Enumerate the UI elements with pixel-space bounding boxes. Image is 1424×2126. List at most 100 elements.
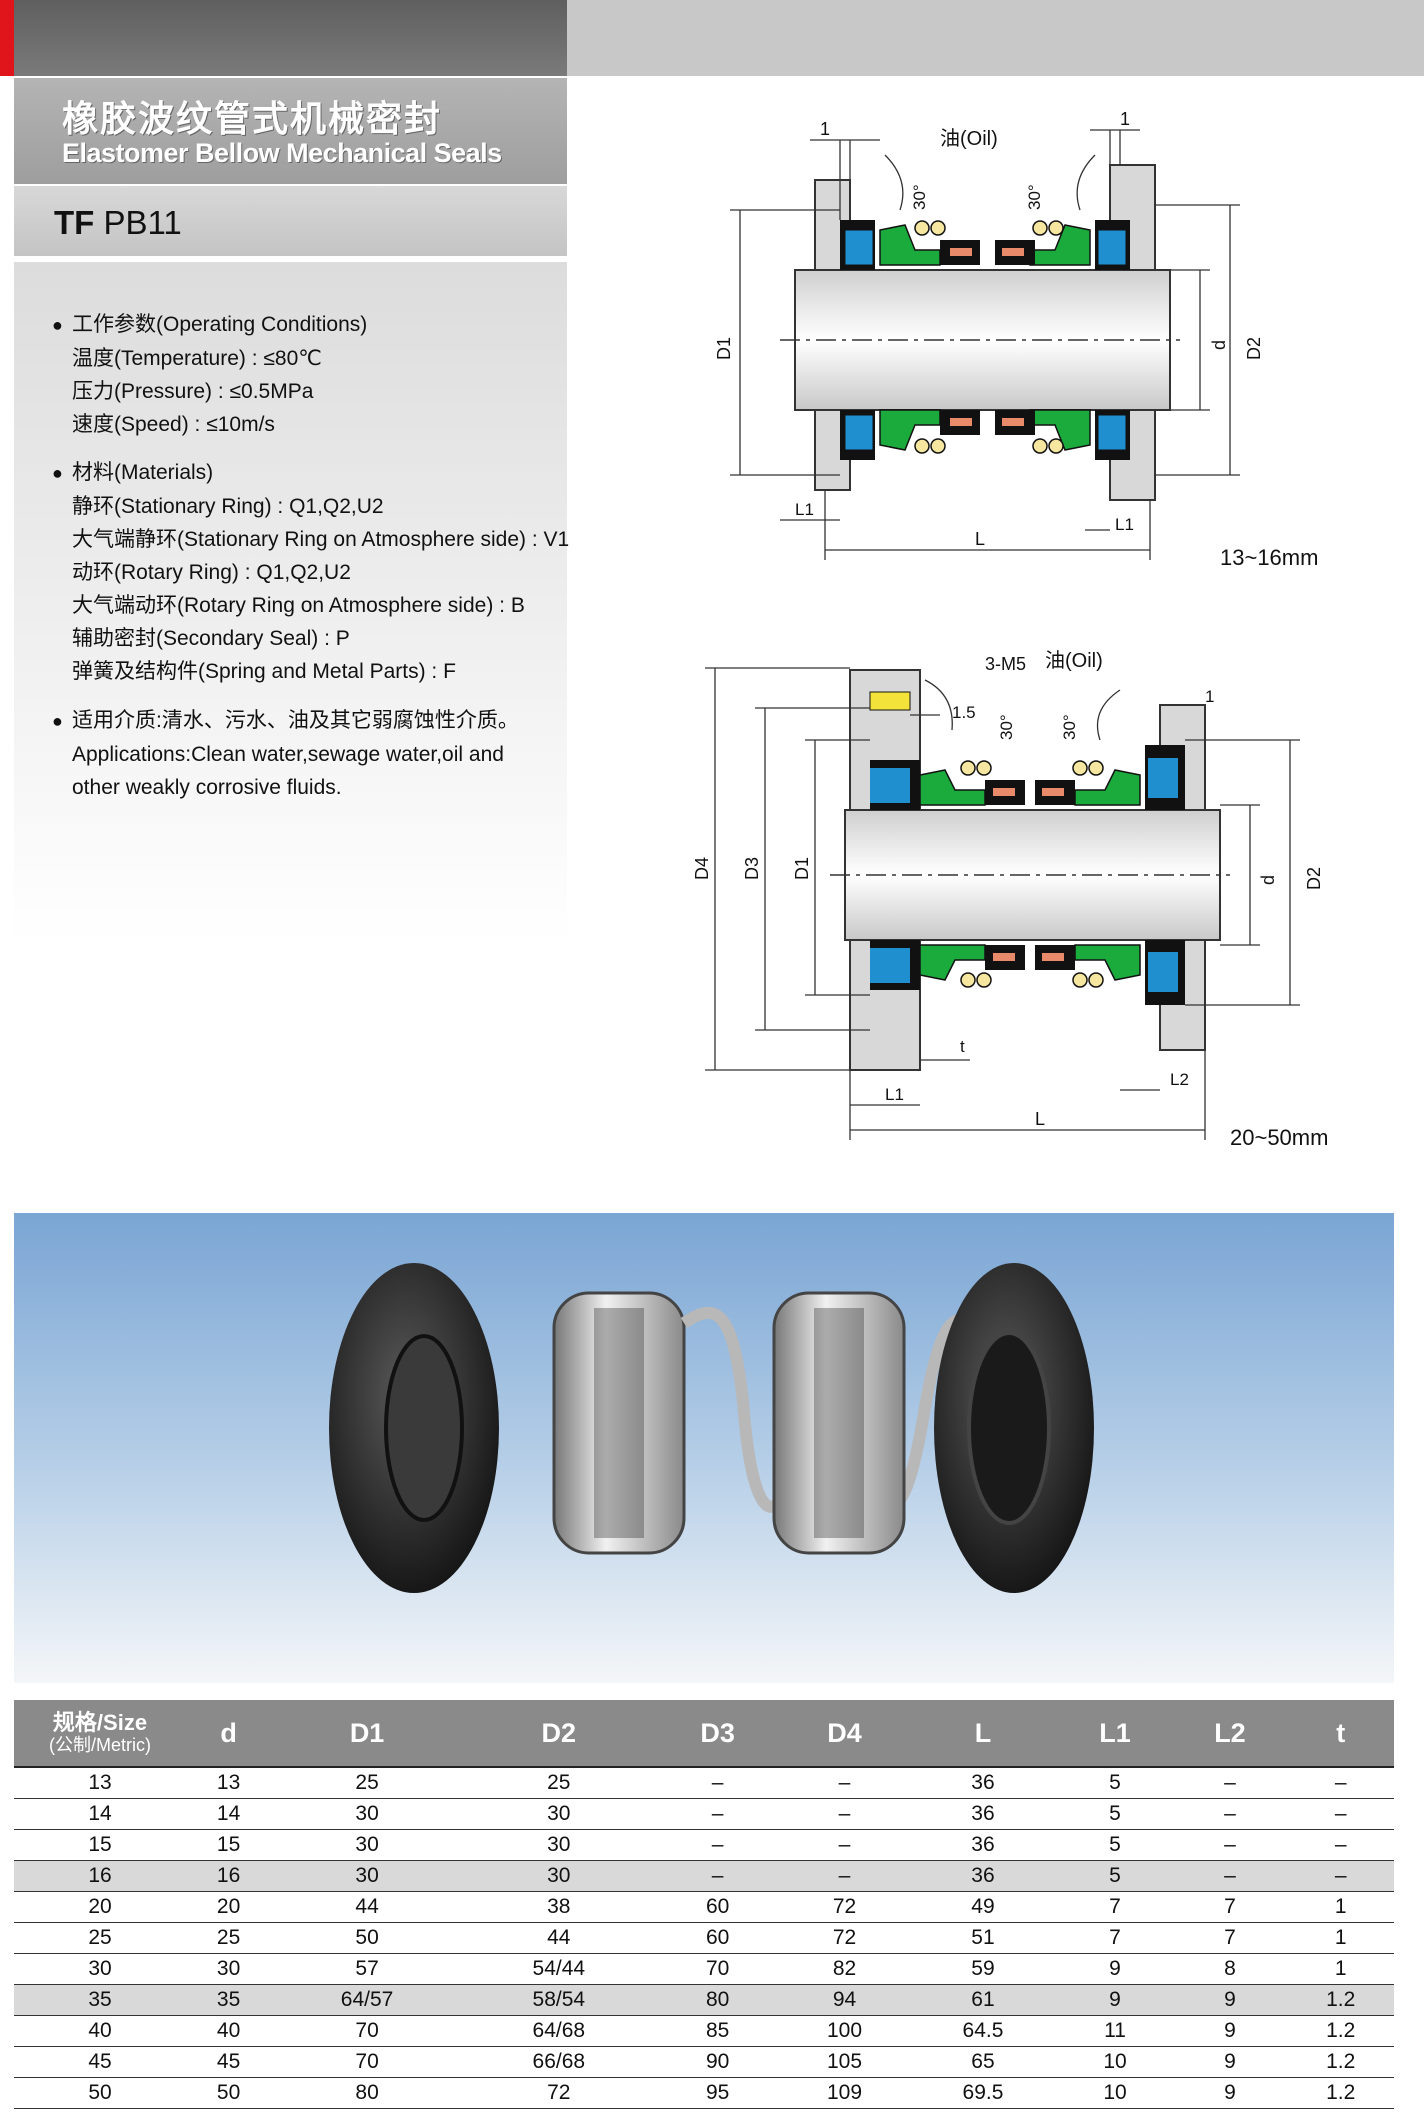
table-cell: 9 <box>1057 1953 1173 1985</box>
seat-left-top <box>870 768 910 803</box>
table-cell: 9 <box>1172 2077 1288 2109</box>
materials-heading: 材料(Materials) <box>72 461 214 484</box>
table-cell: 16 <box>14 1860 186 1892</box>
spring-coil <box>976 972 992 988</box>
dim-d: d <box>1209 340 1229 350</box>
title-english: Elastomer Bellow Mechanical Seals <box>62 138 502 168</box>
spring-clip <box>1042 953 1064 961</box>
table-cell: 5 <box>1057 1829 1173 1861</box>
model-name: PB11 <box>94 204 182 241</box>
screw-label: 3-M5 <box>985 654 1026 674</box>
col-header: L2 <box>1172 1700 1288 1767</box>
model-title: TF PB11 <box>54 204 182 242</box>
angle-label: 30° <box>997 714 1016 740</box>
table-cell: 30 <box>271 1798 463 1830</box>
table-cell: 9 <box>1172 2015 1288 2047</box>
product-photo-illustration <box>329 1263 1094 1593</box>
table-cell: 11 <box>1057 2015 1173 2047</box>
materials-line: 大气端动环(Rotary Ring on Atmosphere side) : … <box>72 594 525 617</box>
table-cell: 25 <box>271 1766 463 1799</box>
table-cell: – <box>654 1766 781 1799</box>
seat-right-top <box>1148 758 1178 798</box>
spring-coil <box>914 220 930 236</box>
table-cell: 65 <box>908 2046 1058 2078</box>
table-cell: 72 <box>462 2077 655 2109</box>
table-cell: 50 <box>186 2077 272 2109</box>
materials-line: 动环(Rotary Ring) : Q1,Q2,U2 <box>72 561 351 584</box>
table-cell: – <box>1287 1798 1394 1830</box>
col-header: D4 <box>780 1700 909 1767</box>
table-cell: 36 <box>908 1798 1058 1830</box>
table-cell: 59 <box>908 1953 1058 1985</box>
table-cell: 7 <box>1172 1922 1288 1954</box>
table-cell: 40 <box>14 2015 186 2047</box>
table-cell: 44 <box>271 1891 463 1923</box>
spring-coil <box>1048 220 1064 236</box>
table-cell: 64.5 <box>908 2015 1058 2047</box>
spring-clip-right-top <box>1002 248 1024 256</box>
table-cell: 15 <box>14 1829 186 1861</box>
dim-D2: D2 <box>1304 867 1324 890</box>
table-cell: 14 <box>186 1798 272 1830</box>
spring-coil <box>976 760 992 776</box>
dim-D1: D1 <box>714 337 734 360</box>
table-cell: 9 <box>1057 1984 1173 2016</box>
table-cell: 64/57 <box>271 1984 463 2016</box>
dim-D4: D4 <box>692 857 712 880</box>
bellow-left-top <box>919 769 986 806</box>
dim-t: t <box>960 1037 965 1056</box>
table-cell: 7 <box>1057 1922 1173 1954</box>
diagram-20-50mm: 3-M5 油(Oil) 1.5 1 30° 30° D4 D3 D1 D2 d … <box>692 649 1328 1150</box>
table-cell: – <box>780 1766 909 1799</box>
size-header: 规格/Size (公制/Metric) <box>14 1700 186 1767</box>
table-cell: – <box>780 1798 909 1830</box>
table-cell: 60 <box>654 1891 781 1923</box>
spring-clip <box>1042 788 1064 796</box>
seat-left-top <box>844 229 874 266</box>
table-cell: – <box>780 1860 909 1892</box>
oil-label: 油(Oil) <box>1045 649 1103 672</box>
table-cell: 5 <box>1057 1860 1173 1892</box>
table-cell: 85 <box>654 2015 781 2047</box>
table-cell: 30 <box>271 1860 463 1892</box>
table-cell: – <box>1172 1766 1288 1799</box>
angle-label: 30° <box>1060 714 1079 740</box>
spring-clip-left-top <box>950 248 972 256</box>
table-cell: 36 <box>908 1766 1058 1799</box>
dim-1-left: 1 <box>820 119 830 139</box>
table-cell: 94 <box>780 1984 909 2016</box>
table-cell: 36 <box>908 1860 1058 1892</box>
table-cell: 30 <box>14 1953 186 1985</box>
model-prefix: TF <box>54 204 95 241</box>
table-cell: 30 <box>462 1829 655 1861</box>
operating-conditions: ●工作参数(Operating Conditions) 温度(Temperatu… <box>52 308 367 441</box>
rotary-head-right <box>772 1291 906 1555</box>
col-header: D1 <box>271 1700 463 1767</box>
dim-L2: L2 <box>1170 1070 1189 1089</box>
table-cell: 7 <box>1172 1891 1288 1923</box>
applications-line: Applications:Clean water,sewage water,oi… <box>72 743 504 766</box>
spring-coil <box>1088 760 1104 776</box>
operating-line: 压力(Pressure) : ≤0.5MPa <box>72 380 314 403</box>
title-chinese: 橡胶波纹管式机械密封 <box>62 98 443 139</box>
rotary-head-left <box>552 1291 686 1555</box>
table-cell: 16 <box>186 1860 272 1892</box>
table-cell: 15 <box>186 1829 272 1861</box>
table-cell: 1.2 <box>1287 2046 1394 2078</box>
dim-d: d <box>1258 875 1278 885</box>
table-cell: 50 <box>14 2077 186 2109</box>
table-cell: 30 <box>462 1860 655 1892</box>
operating-line: 温度(Temperature) : ≤80℃ <box>72 347 322 370</box>
table-cell: – <box>1287 1829 1394 1861</box>
table-cell: 35 <box>14 1984 186 2016</box>
table-cell: 44 <box>462 1922 655 1954</box>
table-cell: 13 <box>14 1766 186 1799</box>
spring-coil <box>1088 972 1104 988</box>
dim-L1: L1 <box>885 1085 904 1104</box>
table-cell: 13 <box>186 1766 272 1799</box>
materials: ●材料(Materials) 静环(Stationary Ring) : Q1,… <box>52 456 569 688</box>
